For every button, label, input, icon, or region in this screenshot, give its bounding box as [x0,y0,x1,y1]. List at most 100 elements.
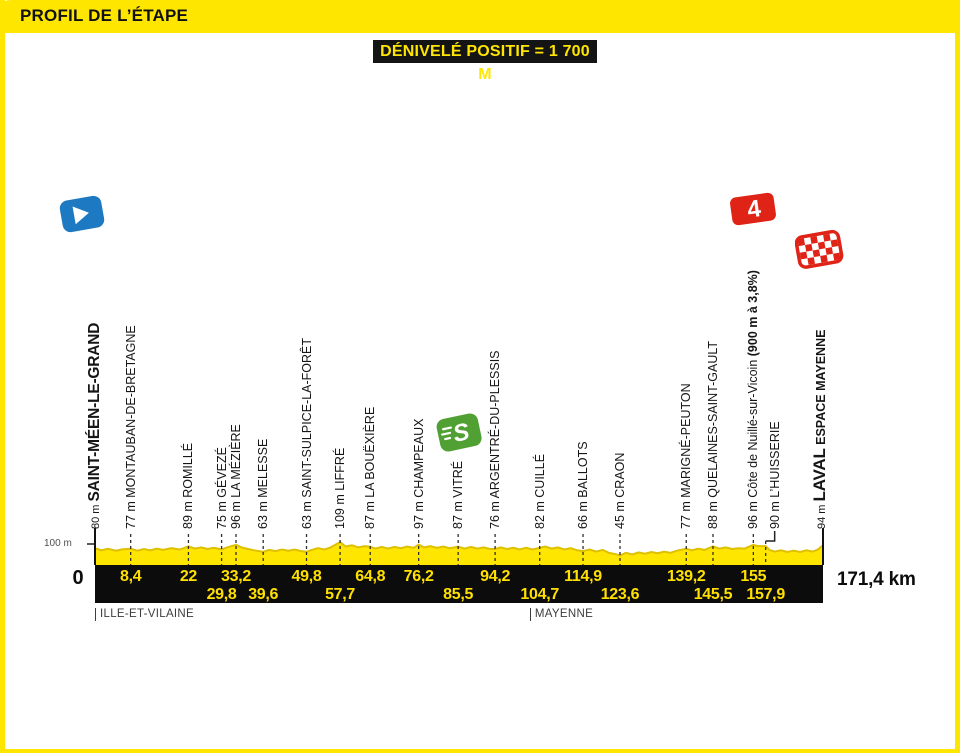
town-label: 77 m MARIGNÉ-PEUTON [679,383,693,529]
town-name: ROMILLÉ [181,442,196,498]
km-marker: 123,6 [600,586,640,603]
km-marker: 76,2 [403,568,434,585]
km-marker: 145,5 [693,586,733,603]
town-name: Côte de Nuillé-sur-Vicoin [746,356,761,498]
km-marker: 8,4 [120,568,142,585]
climb-detail: (900 m à 3,8%) [746,270,761,357]
km-marker: 57,7 [325,586,356,603]
km-origin-label: 0 [72,567,84,589]
town-name: BALLOTS [576,441,591,498]
total-distance-label: 171,4 km [837,569,916,590]
elevation-gain-banner: DÉNIVELÉ POSITIF = 1 700 M [373,40,597,83]
town-elevation: 80 m [90,501,102,529]
distance-bar [95,565,823,603]
town-name: VITRÉ [451,460,466,498]
town-label: 76 m ARGENTRÉ-DU-PLESSIS [488,350,502,529]
town-label: 63 m SAINT-SULPICE-LA-FORÊT [300,338,314,529]
km-marker: 49,8 [291,568,322,585]
town-name: SAINT-MÉEN-LE-GRAND [86,322,103,502]
km-marker: 139,2 [666,568,706,585]
town-elevation: 82 m [532,497,547,529]
town-label: 90 m L’HUISSERIE [768,421,782,529]
elevation-scale-label: 100 m [44,538,72,549]
town-elevation: 88 m [705,497,720,529]
km-marker: 29,8 [206,586,237,603]
town-label: 45 m CRAON [613,453,627,529]
town-name: MARIGNÉ-PEUTON [679,383,694,498]
km-marker: 155 [740,568,767,585]
town-elevation: 63 m [299,497,314,529]
town-label: 109 m LIFFRÉ [333,448,347,529]
town-name: MELESSE [256,438,271,498]
finish-flag-icon [794,227,847,276]
town-label: 96 m LA MÉZIÈRE [229,424,243,529]
km-marker: 39,6 [248,586,279,603]
town-name: LIFFRÉ [333,447,348,491]
town-elevation: 90 m [767,497,782,529]
frame-right [955,0,960,753]
town-name: LA MÉZIÈRE [229,424,243,498]
frame-left [0,0,5,753]
town-name: CHAMPEAUX [411,418,426,498]
department-label: ILLE-ET-VILAINE [95,608,194,621]
elevation-area [95,542,823,565]
town-name: LAVAL [810,448,829,502]
town-name-suffix: ESPACE MAYENNE [814,329,828,449]
town-elevation: 96 m [229,497,243,529]
town-elevation: 87 m [451,497,466,529]
svg-text:S: S [451,418,472,448]
department-label: MAYENNE [529,608,593,621]
town-label: 80 m SAINT-MÉEN-LE-GRAND [86,323,104,529]
town-name: CUILLÉ [532,453,547,498]
town-elevation: 76 m [488,498,503,529]
town-name: CRAON [612,452,627,498]
town-elevation: 94 m [816,501,828,529]
town-name: SAINT-SULPICE-LA-FORÊT [299,337,314,498]
town-name: GÉVEZÉ [214,447,229,498]
km-marker: 94,2 [480,568,511,585]
category-4-icon: 4 [727,188,779,235]
town-elevation: 77 m [123,497,138,529]
town-label: 77 m MONTAUBAN-DE-BRETAGNE [124,325,138,529]
town-elevation: 89 m [181,497,196,529]
km-marker: 85,5 [443,586,474,603]
town-elevation: 96 m [746,497,761,529]
town-elevation: 87 m [363,497,378,529]
town-label: 88 m QUELAINES-SAINT-GAULT [706,341,720,529]
town-label: 75 m GÉVEZÉ [215,447,229,529]
km-marker: 64,8 [355,568,386,585]
town-elevation: 45 m [612,497,627,529]
town-elevation: 66 m [576,497,591,529]
town-label: 87 m LA BOUËXIÈRE [363,407,377,529]
elevation-outline [94,540,824,557]
km-marker: 33,2 [221,568,251,585]
label-elbow-line [765,531,776,542]
start-flag-icon [56,191,108,242]
sprint-icon: S [434,406,484,463]
town-name: ARGENTRÉ-DU-PLESSIS [488,350,503,499]
town-name: MONTAUBAN-DE-BRETAGNE [123,325,138,498]
km-marker: 22 [179,568,198,585]
km-marker: 104,7 [520,586,559,603]
town-elevation: 75 m [214,497,229,529]
km-marker: 114,9 [564,568,602,585]
town-label: 87 m VITRÉ [451,461,465,529]
km-marker: 157,9 [746,586,785,603]
town-label: 94 m LAVAL ESPACE MAYENNE [810,329,829,529]
frame-bottom [0,749,960,753]
town-name: LA BOUËXIÈRE [363,406,378,498]
town-label: 66 m BALLOTS [576,441,590,529]
town-label: 97 m CHAMPEAUX [412,419,426,529]
town-label: 96 m Côte de Nuillé-sur-Vicoin (900 m à … [746,270,760,529]
town-name: L’HUISSERIE [767,421,782,498]
town-label: 89 m ROMILLÉ [181,443,195,529]
page-title: PROFIL DE L’ÉTAPE [20,6,189,25]
town-label: 63 m MELESSE [256,439,270,529]
town-name: QUELAINES-SAINT-GAULT [705,340,720,498]
svg-text:4: 4 [746,195,764,224]
header-band: PROFIL DE L’ÉTAPE [0,0,960,33]
town-elevation: 109 m [333,490,348,529]
town-elevation: 63 m [256,497,271,529]
